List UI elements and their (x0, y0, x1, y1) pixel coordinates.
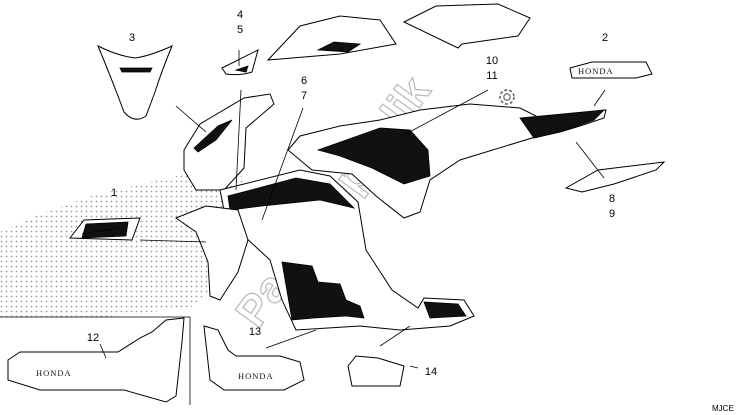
dotted-background-cowl (0, 170, 252, 318)
gear-icon (499, 89, 515, 105)
part-14-stripe (347, 355, 405, 387)
part-3-stripe (97, 44, 173, 120)
part-2-emblem: HONDA (569, 61, 653, 79)
leader-lines (81, 50, 606, 369)
callout-12: 12 (86, 332, 100, 344)
side-cowl-upper (183, 93, 275, 191)
right-side-fairing (287, 103, 607, 219)
callout-14: 14 (424, 366, 438, 378)
callout-10-11: 10 11 (485, 55, 499, 82)
inner-bracket (174, 205, 249, 301)
emblem-text: HONDA (578, 66, 614, 76)
callout-2: 2 (601, 32, 609, 44)
callout-8-9: 8 9 (608, 193, 616, 220)
part-4-5-stripe (221, 49, 259, 76)
callout-6-7: 6 7 (300, 75, 308, 102)
callout-3: 3 (128, 32, 136, 44)
part-10-11-stripe (402, 3, 531, 49)
divider-line (0, 316, 191, 405)
emblem-text-12: HONDA (36, 368, 72, 378)
callout-13: 13 (248, 326, 262, 338)
callout-4-5: 4 5 (236, 9, 244, 36)
part-12-stripe: HONDA (7, 317, 185, 403)
main-lower-cowl (219, 169, 475, 331)
part-13-stripe: HONDA (203, 325, 305, 391)
emblem-text-13: HONDA (238, 371, 274, 381)
part-6-7-stripe (266, 15, 397, 61)
corner-code: MJCE (712, 404, 734, 413)
callout-1: 1 (110, 187, 118, 199)
